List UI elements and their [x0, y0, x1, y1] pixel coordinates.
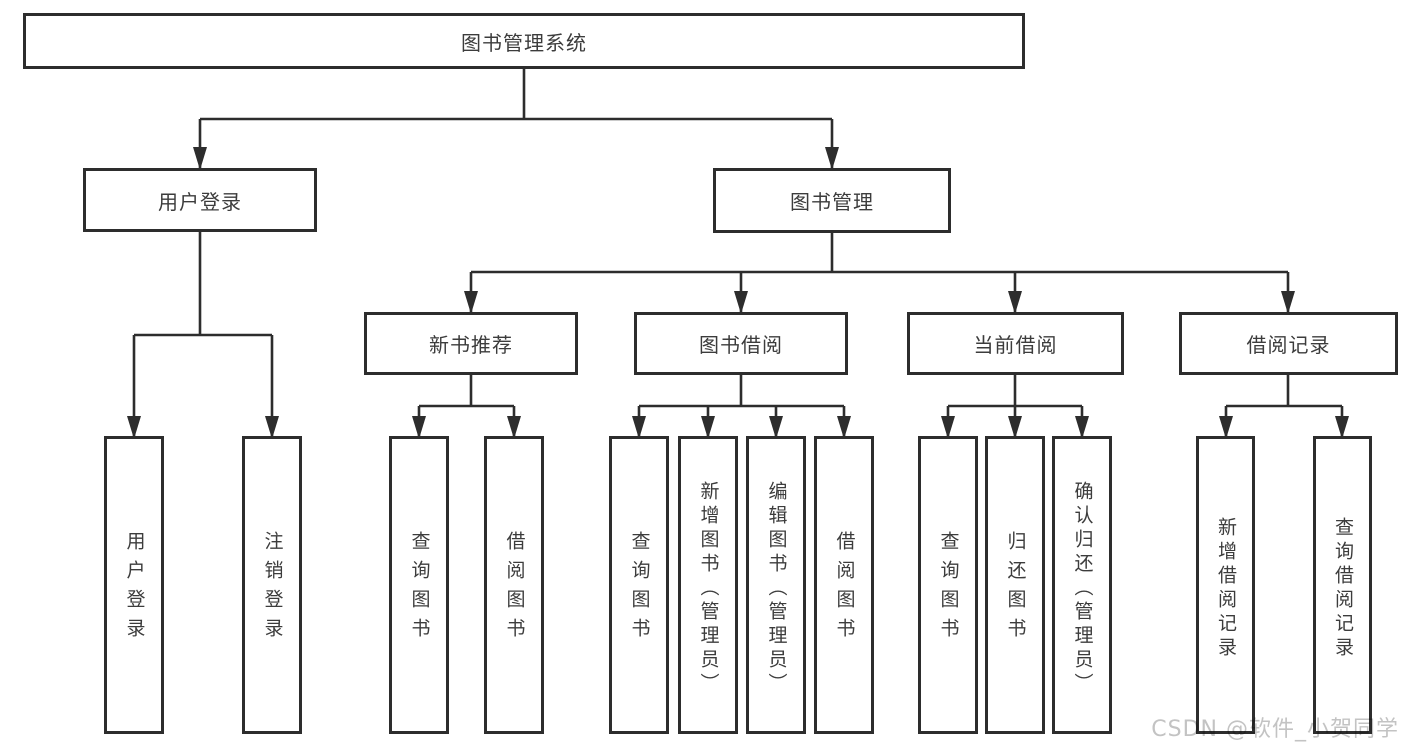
leaf-borrowing-query-books: 查询图书	[609, 436, 669, 734]
arrowhead-icons	[127, 147, 1349, 439]
leaf-borrowing-borrow-books: 借阅图书	[814, 436, 874, 734]
leaf-records-query-record: 查询借阅记录	[1313, 436, 1372, 734]
csdn-watermark: CSDN @软件_小贺同学	[1151, 717, 1399, 742]
leaf-logout: 注销登录	[242, 436, 302, 734]
leaf-current-confirm-return-admin: 确认归还（管理员）	[1052, 436, 1112, 734]
leaf-recommend-query-books: 查询图书	[389, 436, 449, 734]
node-user-login: 用户登录	[83, 168, 317, 232]
leaf-current-query-books: 查询图书	[918, 436, 978, 734]
node-root-system: 图书管理系统	[23, 13, 1025, 69]
node-book-management: 图书管理	[713, 168, 951, 233]
node-new-book-recommend: 新书推荐	[364, 312, 578, 375]
leaf-records-add-record: 新增借阅记录	[1196, 436, 1255, 734]
node-borrowing-records: 借阅记录	[1179, 312, 1398, 375]
leaf-recommend-borrow-books: 借阅图书	[484, 436, 544, 734]
leaf-user-login: 用户登录	[104, 436, 164, 734]
leaf-current-return-books: 归还图书	[985, 436, 1045, 734]
leaf-borrowing-edit-books-admin: 编辑图书（管理员）	[746, 436, 806, 734]
leaf-borrowing-add-books-admin: 新增图书（管理员）	[678, 436, 738, 734]
node-current-borrowing: 当前借阅	[907, 312, 1124, 375]
node-book-borrowing: 图书借阅	[634, 312, 848, 375]
